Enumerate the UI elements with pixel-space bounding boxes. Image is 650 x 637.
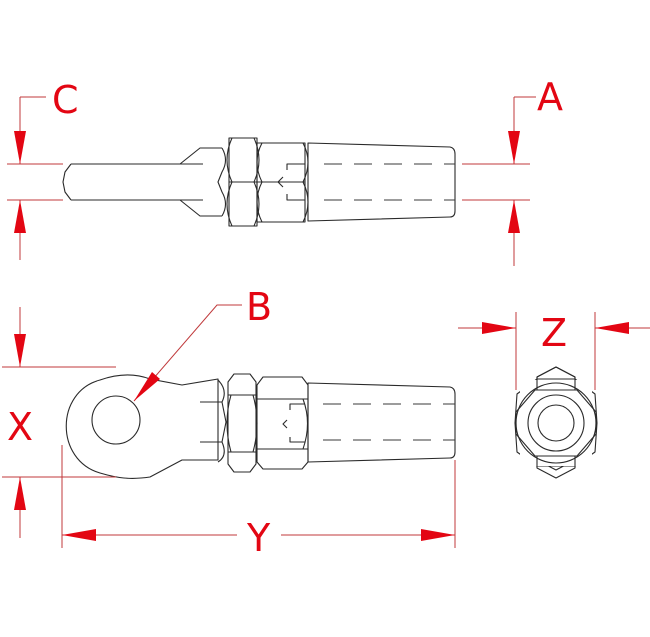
eye-terminal [65,374,219,479]
bore-end-front [282,403,305,443]
label-b: B [246,285,272,329]
stud-inner-lines [180,163,203,201]
transition-scallop [217,147,227,217]
label-y: Y [246,516,271,560]
stud-shank [62,147,222,217]
dimension-z[interactable]: Z [458,311,650,390]
jam-nut-faces [226,137,260,227]
dimension-b[interactable]: B [133,285,272,402]
end-view [514,366,598,479]
label-a: A [537,75,563,119]
dimension-x[interactable]: X [2,307,116,538]
top-view [62,137,456,227]
tapered-sleeve [307,142,456,222]
neck-lines [200,401,222,443]
end-view-bore [537,404,575,442]
end-view-outer-ring [515,382,597,464]
bottom-view [65,373,456,479]
label-c: C [52,78,79,122]
dimension-a[interactable]: A [462,75,563,266]
bore-end [277,163,305,201]
label-x: X [7,405,33,449]
dimension-c[interactable]: C [7,78,79,260]
tapered-sleeve-front [307,382,456,463]
body-hex-front [256,376,309,470]
jam-nut-front-faces [226,394,258,453]
body-hex-faces [256,142,309,223]
neck-scallop [217,379,227,463]
dimension-y[interactable]: Y [61,445,456,560]
jam-nut-front [227,373,257,473]
eye-hole [91,395,141,445]
end-view-middle-ring [527,394,585,452]
label-z: Z [541,311,567,355]
